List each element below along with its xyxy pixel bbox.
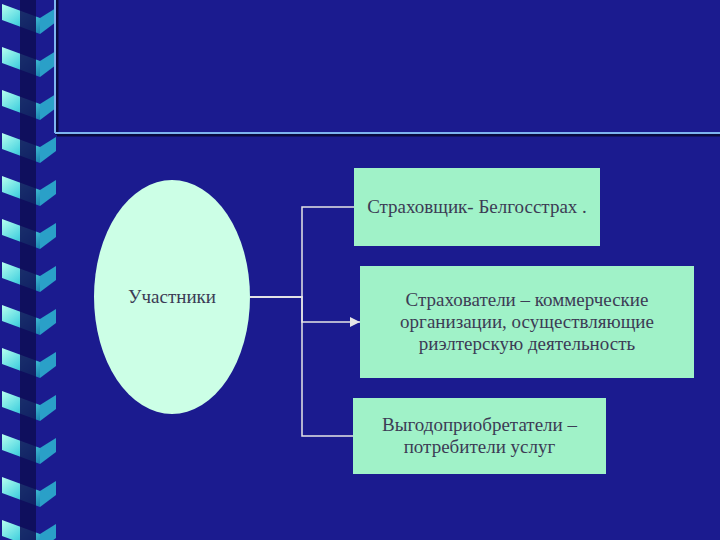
participants-ellipse: Участники (94, 180, 250, 414)
shape-fill (94, 180, 250, 414)
node-label: Страхователи – коммерческие организации,… (370, 289, 684, 355)
vertical-rule (54, 0, 56, 133)
rule-shadow (56, 0, 59, 135)
shape-fill (353, 398, 606, 474)
ribbon-band (0, 0, 60, 540)
policyholder-box: Страхователи – коммерческие организации,… (360, 266, 694, 378)
node-label: Участники (128, 286, 216, 308)
node-label: Выгодоприобретатели – потребители услуг (363, 414, 596, 458)
insurer-box: Страховщик- Белгосстрах . (354, 168, 600, 246)
beneficiary-box: Выгодоприобретатели – потребители услуг (353, 398, 606, 474)
shape-fill (360, 266, 694, 378)
horizontal-rule (55, 132, 720, 134)
shape-fill (354, 168, 600, 246)
connector (250, 207, 354, 297)
dark-stripe (20, 0, 36, 540)
node-label: Страховщик- Белгосстрах . (367, 196, 587, 218)
connector (250, 297, 353, 436)
connector (250, 297, 360, 322)
